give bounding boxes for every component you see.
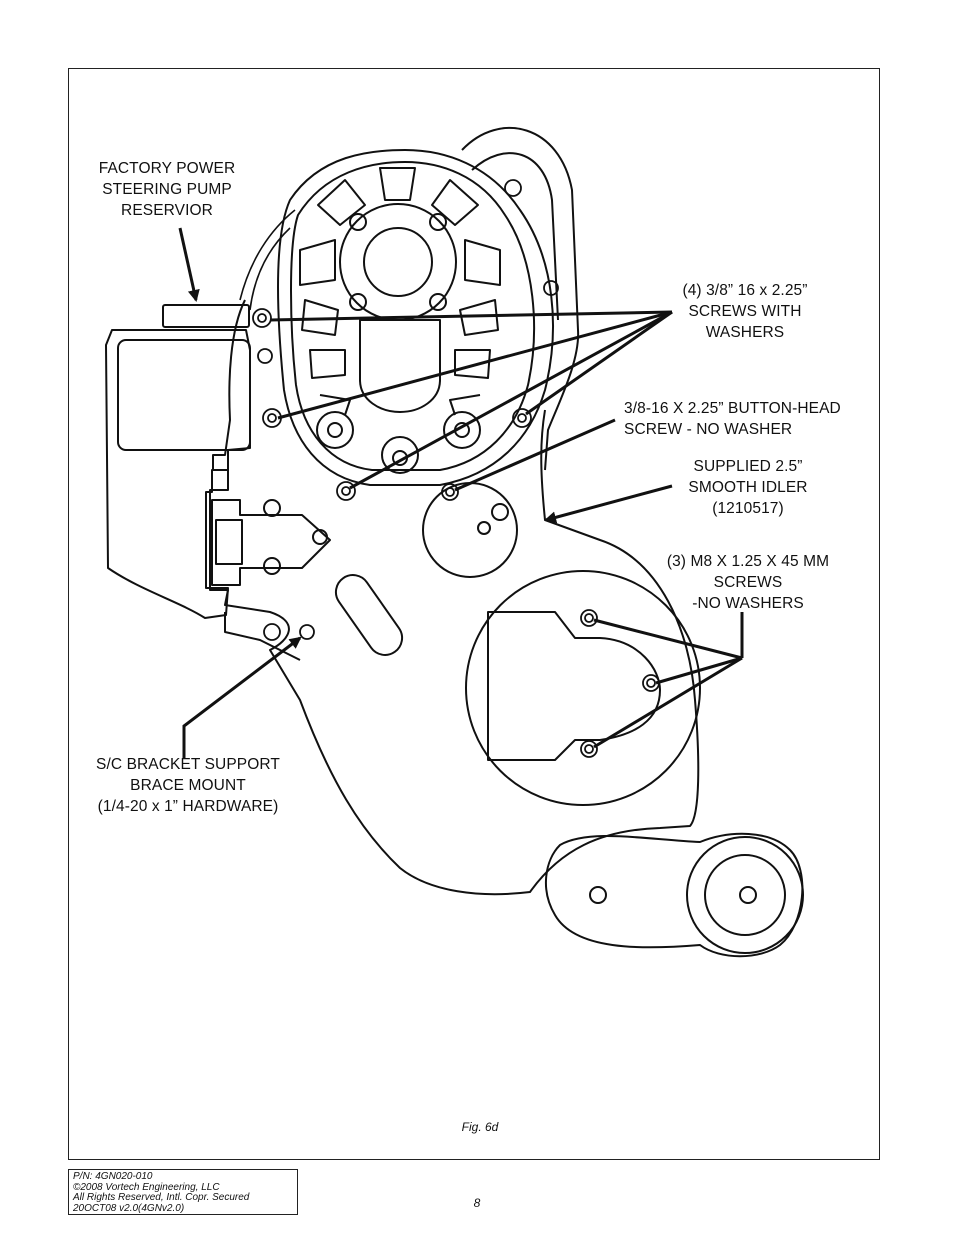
callout-screws-with-washers: (4) 3/8” 16 x 2.25” SCREWS WITH WASHERS — [682, 282, 808, 341]
figure-caption: Fig. 6d — [461, 1120, 499, 1134]
inlet-bore — [363, 227, 433, 297]
leader-reservoir — [178, 227, 200, 302]
tensioner-pulley — [686, 836, 804, 954]
callout-m8-screws: (3) M8 X 1.25 X 45 MM SCREWS -NO WASHERS — [666, 553, 830, 612]
bracket-plate — [209, 299, 700, 896]
leader-brace — [182, 636, 302, 758]
callout-reservoir: FACTORY POWER STEERING PUMP RESERVIOR — [98, 160, 236, 219]
reservoir-window — [117, 339, 251, 451]
belt-guard — [461, 126, 580, 471]
idler-pulley — [422, 482, 518, 578]
adjust-slot — [334, 574, 404, 656]
page-number: 8 — [473, 1196, 481, 1210]
crank-pulley — [465, 570, 701, 806]
leader-screw-1 — [269, 310, 673, 322]
leader-idler — [544, 484, 673, 524]
footer-rights: All Rights Reserved, Intl. Copr. Secured — [73, 1192, 250, 1203]
inlet-flange — [339, 203, 457, 321]
callout-smooth-idler: SUPPLIED 2.5” SMOOTH IDLER (1210517) — [688, 458, 808, 517]
pump-cutout — [487, 611, 661, 761]
bolt-heads — [252, 179, 660, 758]
housing-ring — [239, 209, 296, 301]
reservoir-cap — [162, 304, 250, 328]
pump-mount-face — [215, 519, 243, 565]
footer-info-box: P/N: 4GN020-010 ©2008 Vortech Engineerin… — [68, 1169, 298, 1215]
footer-copyright: ©2008 Vortech Engineering, LLC — [73, 1181, 220, 1193]
footer-part-number: P/N: 4GN020-010 — [73, 1171, 153, 1182]
footer-revision: 20OCT08 v2.0(4GNv2.0) — [73, 1202, 185, 1214]
callout-button-head-screw: 3/8-16 X 2.25” BUTTON-HEAD SCREW - NO WA… — [624, 400, 841, 438]
belt-guard-inner — [471, 152, 559, 321]
supercharger-outer — [277, 149, 554, 486]
bracket-lower-arm — [224, 612, 301, 661]
leader-screw-2 — [277, 310, 673, 420]
reservoir-body — [105, 329, 251, 619]
tensioner-arm — [544, 832, 804, 958]
figure-frame — [68, 68, 880, 1160]
discharge-outlet — [359, 319, 441, 413]
callout-brace-mount: S/C BRACKET SUPPORT BRACE MOUNT (1/4-20 … — [96, 756, 280, 815]
leader-button-head — [454, 418, 616, 492]
pump-mount — [211, 499, 331, 586]
leader-screw-4 — [525, 310, 673, 416]
supercharger-inner — [290, 161, 535, 471]
leader-screw-3 — [349, 310, 673, 490]
